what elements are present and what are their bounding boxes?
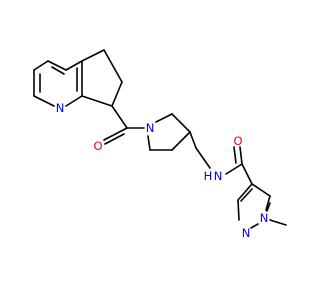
bond: [237, 199, 240, 221]
bond: [237, 183, 253, 201]
atom-label-pyridine-n: N: [56, 101, 65, 115]
bond: [171, 113, 191, 133]
bond: [266, 202, 271, 212]
bond: [189, 131, 197, 149]
atom-label-pyrazole-n1: N: [260, 211, 269, 225]
bond: [155, 113, 173, 123]
bond: [81, 49, 105, 62]
bond: [239, 146, 243, 165]
bond: [265, 195, 271, 211]
bond-layer: [33, 49, 287, 229]
bond: [111, 105, 128, 129]
bond: [65, 60, 83, 71]
bond: [147, 135, 151, 151]
bond: [33, 60, 49, 71]
bond: [240, 188, 253, 202]
bond: [65, 95, 83, 107]
bond: [241, 163, 253, 185]
atom-label-piperidine-n: N: [146, 121, 155, 135]
bond: [104, 133, 125, 145]
bond: [103, 127, 128, 141]
bond: [251, 183, 271, 197]
bond: [51, 66, 65, 75]
bond: [47, 60, 67, 71]
atom-label-amide-h: H: [204, 169, 213, 183]
atom-label-pyrazole-n2: N: [242, 226, 251, 240]
atom-label-carbonyl-o: O: [93, 139, 102, 153]
molecule-structure-diagram: N O N N H O N N: [33, 49, 287, 240]
bond: [233, 146, 237, 164]
bond: [269, 219, 287, 226]
atom-label-amide-o: O: [233, 134, 242, 148]
bond: [225, 163, 243, 175]
bond: [33, 95, 55, 107]
bond: [103, 49, 123, 83]
atom-label-amide-nh: N: [214, 169, 223, 183]
bond: [171, 131, 191, 151]
bond: [111, 81, 123, 107]
bond: [81, 95, 113, 107]
bond: [195, 147, 211, 169]
atom-label-layer: N O N N H O N N: [56, 101, 269, 240]
bond: [250, 223, 259, 229]
